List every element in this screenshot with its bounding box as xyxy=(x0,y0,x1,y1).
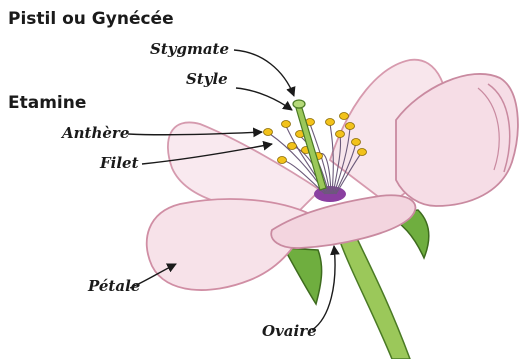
label-ovaire: Ovaire xyxy=(262,322,317,340)
heading-etamine: Etamine xyxy=(8,93,86,113)
pistil-stigma xyxy=(293,100,305,108)
flower-stem xyxy=(338,228,410,359)
label-anthere: Anthère xyxy=(60,124,129,142)
label-filet: Filet xyxy=(99,154,139,172)
leader-style xyxy=(236,88,292,110)
sepal-left xyxy=(284,248,322,304)
label-stygmate: Stygmate xyxy=(150,40,229,58)
label-petale: Pétale xyxy=(87,277,140,295)
label-style: Style xyxy=(186,70,228,88)
heading-pistil: Pistil ou Gynécée xyxy=(8,9,174,29)
